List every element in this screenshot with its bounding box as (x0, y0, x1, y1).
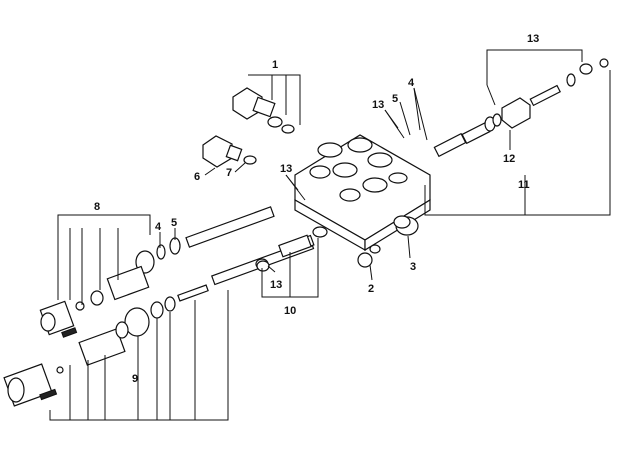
upper-spool (135, 206, 275, 274)
callout-6: 6 (194, 171, 200, 183)
cap-3 (393, 215, 419, 236)
callout-5-left: 5 (171, 217, 177, 229)
spring-cap-9 (3, 296, 176, 407)
valve-body-ports (309, 137, 408, 202)
callout-5-center: 5 (392, 93, 398, 105)
callout-4-center: 4 (408, 77, 415, 89)
valve-body (294, 134, 431, 252)
callout-4-left: 4 (155, 221, 162, 233)
fitting-6 (202, 135, 257, 168)
callouts: 1 2 3 4 4 5 5 6 7 8 9 10 11 12 13 13 13 … (94, 33, 539, 385)
callout-10: 10 (284, 305, 296, 317)
spring-cap-8 (39, 265, 150, 338)
callout-11: 11 (518, 179, 530, 191)
callout-13-lower: 13 (270, 279, 282, 291)
spring-group-10 (256, 226, 328, 272)
leader-lines (49, 49, 611, 421)
callout-8: 8 (94, 201, 100, 213)
callout-13-left-center: 13 (280, 163, 292, 175)
plug-2 (357, 244, 381, 268)
callout-13-upper-right: 13 (527, 33, 539, 45)
callout-1: 1 (272, 59, 278, 71)
right-cartridge-assembly (433, 58, 609, 158)
callout-13-upper-center: 13 (372, 99, 384, 111)
fitting-1 (232, 87, 295, 134)
callout-2: 2 (368, 283, 374, 295)
callout-12: 12 (503, 153, 515, 165)
callout-7: 7 (226, 167, 232, 179)
callout-3: 3 (410, 261, 416, 273)
callout-9: 9 (132, 373, 138, 385)
